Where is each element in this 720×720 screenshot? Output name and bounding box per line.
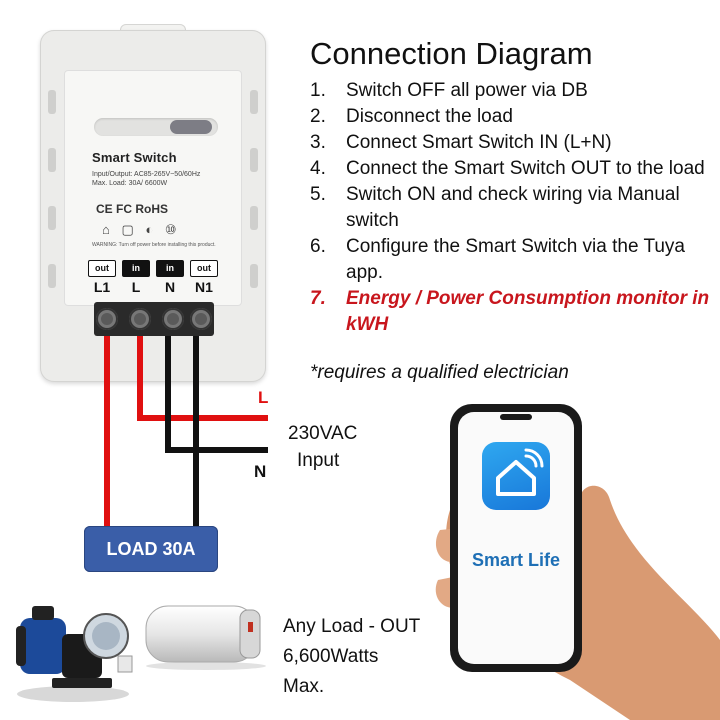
diagram-title: Connection Diagram: [310, 36, 593, 71]
device-warning: WARNING: Turn off power before installin…: [92, 242, 216, 248]
neutral-label: N: [254, 462, 267, 481]
instruction-step: 1.Switch OFF all power via DB: [310, 80, 588, 101]
vent-slot: [48, 264, 56, 288]
instruction-step: 6.Configure the Smart Switch via the Tuy…: [310, 236, 685, 283]
terminal-letter-l: L: [131, 279, 141, 295]
safety-icons: ⌂ ▢ ◐ ⑩: [102, 222, 181, 237]
load-caption: Any Load - OUT 6,600Watts Max.: [283, 612, 420, 702]
vent-slot: [48, 206, 56, 230]
terminal-letter-n1: N1: [195, 279, 213, 295]
phone-notch: [500, 414, 532, 420]
home-wifi-icon[interactable]: [482, 442, 550, 510]
terminal-letter-l1: L1: [93, 279, 111, 295]
smart-switch-device: Smart Switch Input/Output: AC85-265V~50/…: [40, 24, 266, 382]
device-title: Smart Switch: [92, 150, 177, 165]
vent-slot: [250, 206, 258, 230]
live-label: L: [258, 388, 269, 407]
load-caption-line: Max.: [283, 676, 325, 697]
terminal-tag-out: out: [190, 260, 218, 277]
instruction-step: 5.Switch ON and check wiring via Manual …: [310, 184, 680, 231]
terminal-letter-n: N: [164, 279, 176, 295]
vent-slot: [250, 264, 258, 288]
supply-input-text: Input: [297, 450, 340, 471]
water-heater-image: [145, 605, 266, 670]
vent-slot: [250, 148, 258, 172]
supply-input-label: 230VAC Input: [288, 420, 357, 474]
supply-voltage: 230VAC: [288, 423, 358, 444]
terminal-tag-out: out: [88, 260, 116, 277]
instruction-step: 2.Disconnect the load: [310, 106, 513, 127]
load-caption-line: 6,600Watts: [283, 646, 379, 667]
vent-slot: [250, 90, 258, 114]
terminal-tag-in: in: [122, 260, 150, 277]
terminal-screw: [96, 308, 118, 330]
electrician-note: *requires a qualified electrician: [310, 362, 569, 383]
manual-switch-button: [170, 120, 212, 134]
app-name: Smart Life: [471, 550, 561, 570]
instruction-step-highlight: 7.Energy / Power Consumption monitor in …: [310, 288, 710, 335]
wire-live-in: [137, 336, 268, 421]
device-spec-io: Input/Output: AC85-265V~50/60Hz: [92, 171, 201, 178]
terminal-tag-in: in: [156, 260, 184, 277]
terminal-screw: [162, 308, 184, 330]
vent-slot: [48, 148, 56, 172]
instruction-step: 3.Connect Smart Switch IN (L+N): [310, 132, 612, 153]
device-spec-load: Max. Load: 30A/ 6600W: [92, 180, 168, 187]
instruction-step: 4.Connect the Smart Switch OUT to the lo…: [310, 158, 705, 179]
load-box: LOAD 30A: [84, 526, 218, 572]
vent-slot: [48, 90, 56, 114]
pool-pump-image: [16, 606, 133, 702]
certification-marks: CE FC RoHS: [96, 202, 168, 216]
load-caption-line: Any Load - OUT: [283, 616, 421, 637]
wire-neutral-in: [165, 336, 268, 453]
terminal-screw: [190, 308, 212, 330]
instruction-list: 1.Switch OFF all power via DB 2.Disconne…: [310, 78, 710, 338]
terminal-screw: [129, 308, 151, 330]
